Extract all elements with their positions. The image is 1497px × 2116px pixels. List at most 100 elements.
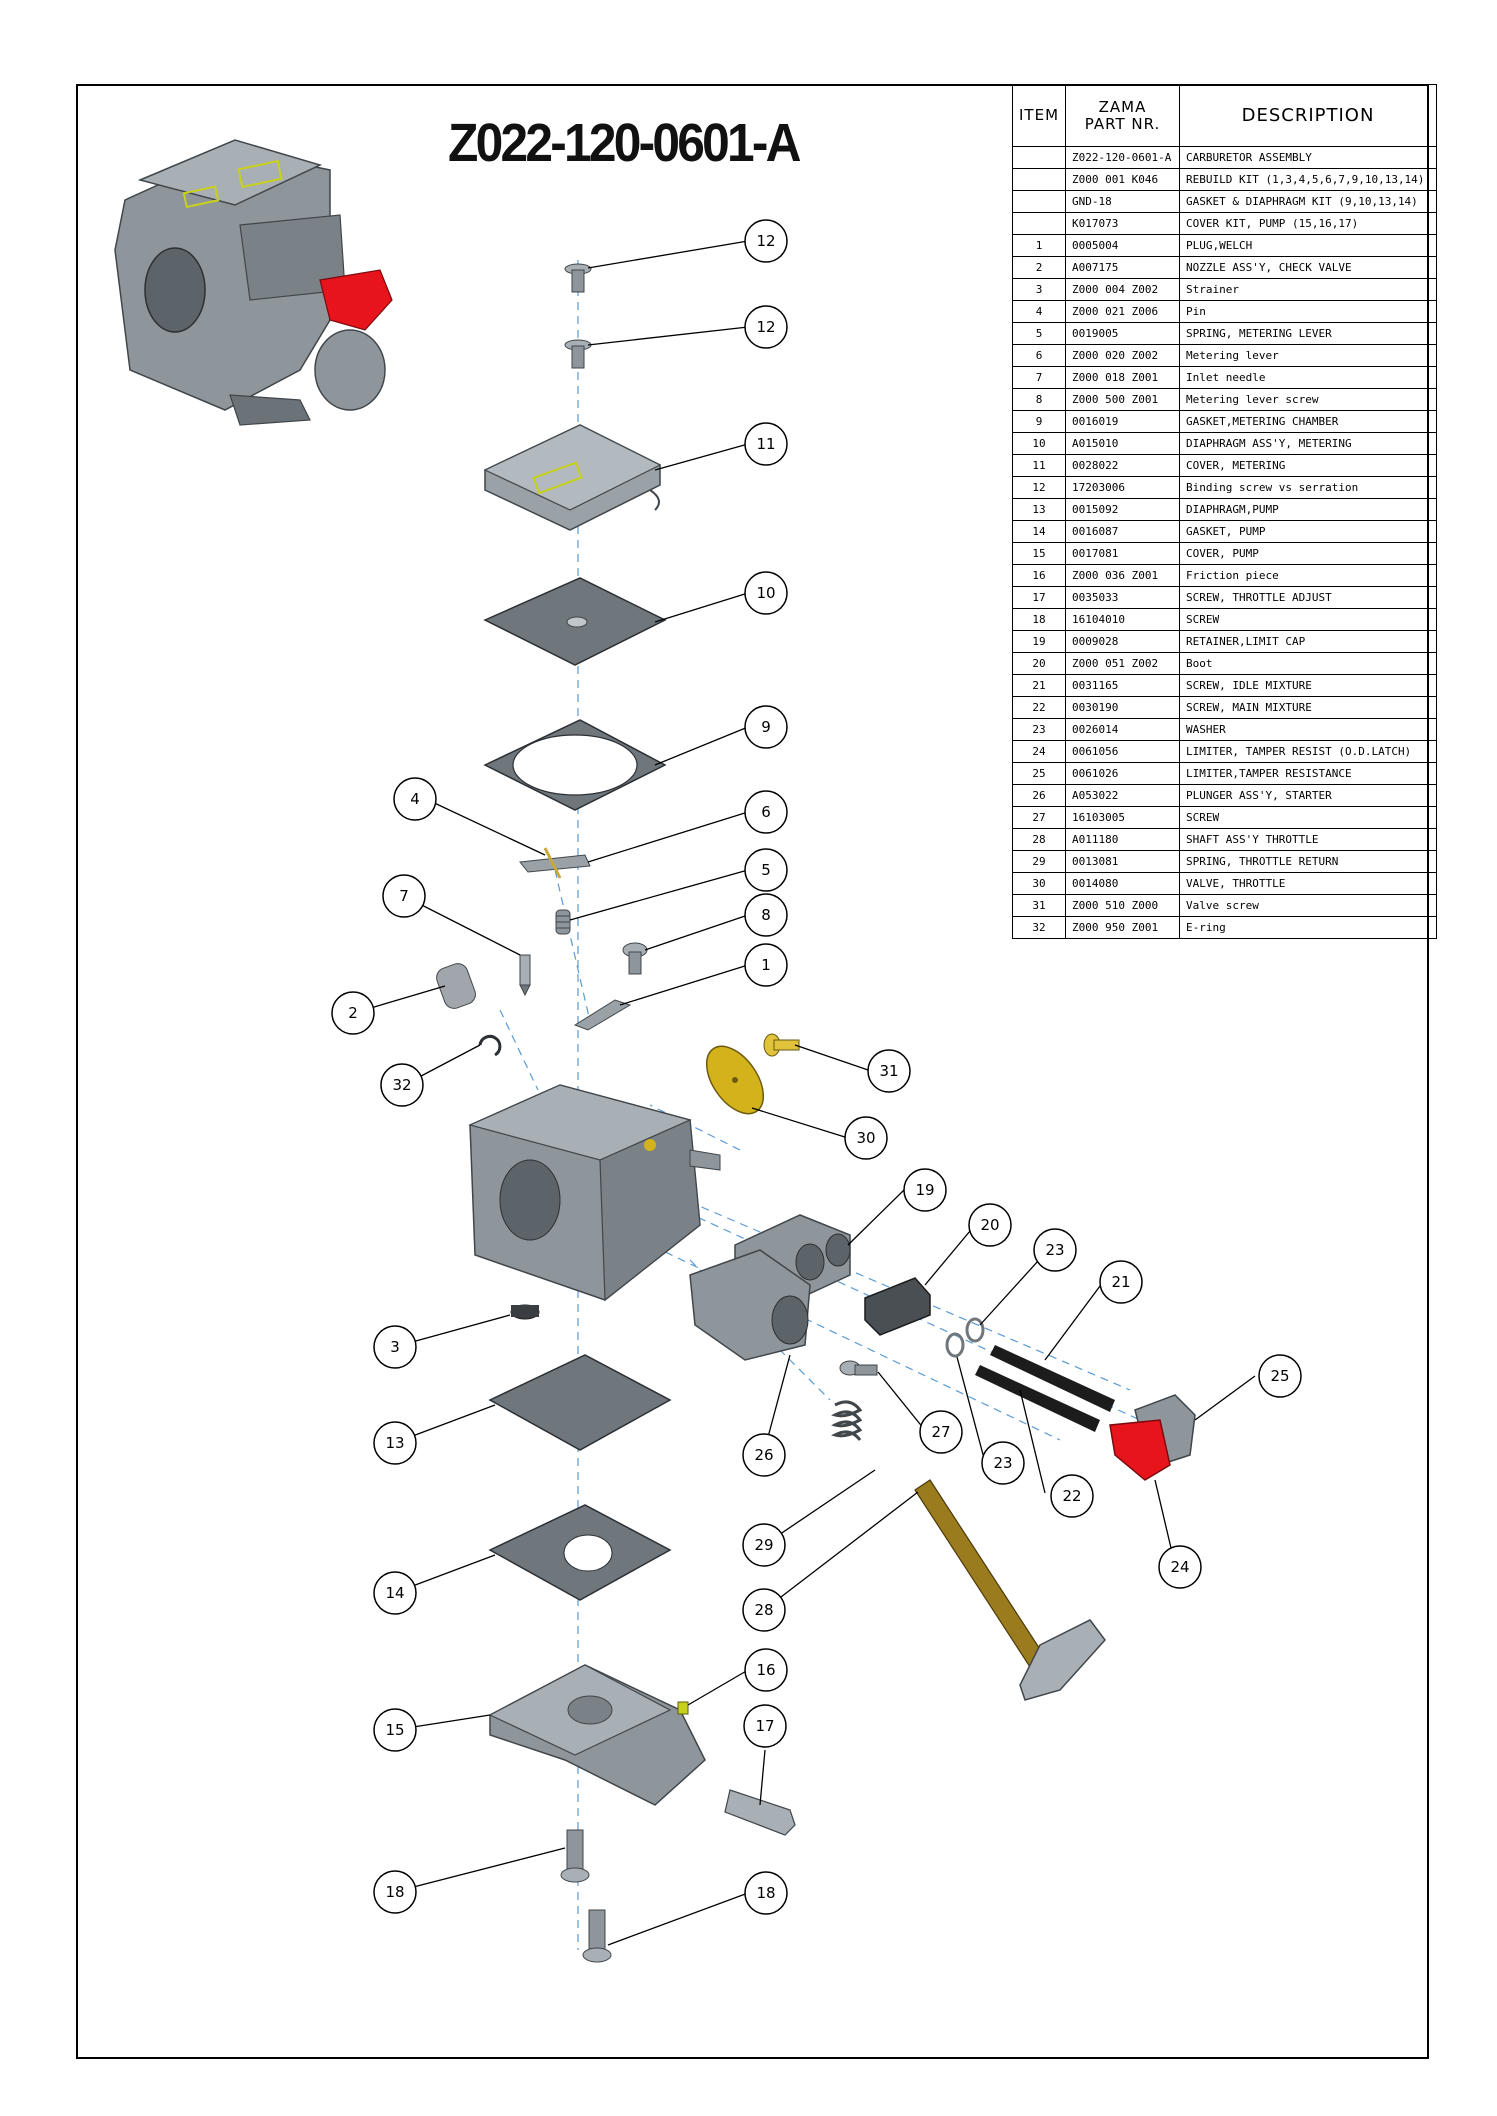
callout-bubbles: 12 12 11 10 9 4 6 5 7 8 1 2 32 31 30 19 …	[331, 219, 1302, 1915]
callout-bubble: 11	[744, 422, 788, 466]
item-cell: 8	[1011, 388, 1067, 411]
callout-label: 8	[761, 906, 771, 924]
callout-bubble: 26	[742, 1433, 786, 1477]
header-description: DESCRIPTION	[1179, 84, 1438, 147]
callout-label: 31	[879, 1062, 898, 1080]
item-cell: 11	[1011, 454, 1067, 477]
callout-bubble: 16	[744, 1648, 788, 1692]
callout-label: 18	[756, 1884, 775, 1902]
callout-label: 6	[761, 803, 771, 821]
callout-label: 17	[755, 1717, 774, 1735]
callout-label: 2	[348, 1004, 358, 1022]
pump-diaphragm-13	[488, 1354, 672, 1451]
callout-bubble: 3	[373, 1325, 417, 1369]
callout-label: 29	[754, 1536, 773, 1554]
callout-bubble: 7	[382, 874, 426, 918]
drawing-frame	[76, 84, 1429, 2059]
metering-lever-screw-8	[622, 942, 648, 975]
callout-bubble: 20	[968, 1203, 1012, 1247]
washer-23	[965, 1317, 985, 1343]
callout-bubble: 10	[744, 571, 788, 615]
callout-label: 7	[399, 887, 409, 905]
axis-line	[499, 1009, 539, 1091]
metering-diaphragm-10	[483, 577, 667, 666]
idle-mixture-screw-21	[990, 1345, 1115, 1412]
callout-bubble: 15	[373, 1708, 417, 1752]
starter-plunger-26	[689, 1249, 811, 1361]
callout-label: 23	[1045, 1241, 1064, 1259]
callout-bubble: 19	[903, 1168, 947, 1212]
binding-screw-12	[564, 339, 592, 369]
callout-bubble: 31	[867, 1049, 911, 1093]
callout-label: 13	[385, 1434, 404, 1452]
callout-label: 3	[390, 1338, 400, 1356]
callout-bubble: 18	[744, 1871, 788, 1915]
callout-bubble: 24	[1158, 1545, 1202, 1589]
callout-bubble: 23	[981, 1441, 1025, 1485]
screw-18	[560, 1829, 590, 1883]
binding-screw-12	[564, 263, 592, 293]
callout-bubble: 30	[844, 1116, 888, 1160]
axis-line	[554, 869, 593, 1031]
washer-23	[945, 1332, 965, 1358]
callout-bubble: 5	[744, 848, 788, 892]
callout-label: 23	[993, 1454, 1012, 1472]
main-mixture-screw-22	[975, 1365, 1100, 1432]
callout-bubble: 22	[1050, 1474, 1094, 1518]
throttle-shaft-28	[914, 1479, 1106, 1701]
callout-label: 19	[915, 1181, 934, 1199]
callout-label: 1	[761, 956, 771, 974]
callout-label: 11	[756, 435, 775, 453]
leader-lines	[353, 240, 1256, 1946]
item-cell: 32	[1011, 916, 1067, 939]
callout-label: 18	[385, 1883, 404, 1901]
check-valve-nozzle-2	[436, 963, 476, 1009]
callout-bubble: 12	[744, 219, 788, 263]
callout-bubble: 18	[373, 1870, 417, 1914]
callout-label: 20	[980, 1216, 999, 1234]
callout-bubble: 28	[742, 1588, 786, 1632]
callout-bubble: 29	[742, 1523, 786, 1567]
throttle-adjust-screw-17	[724, 1789, 796, 1836]
callout-bubble: 25	[1258, 1354, 1302, 1398]
axis-line	[649, 1184, 1131, 1391]
callout-bubble: 1	[744, 943, 788, 987]
callout-label: 24	[1170, 1558, 1189, 1576]
throttle-return-spring-29	[831, 1400, 863, 1441]
throttle-valve-30	[705, 1045, 765, 1115]
callout-bubble: 17	[743, 1704, 787, 1748]
axis-line	[649, 1104, 741, 1151]
callout-label: 32	[392, 1076, 411, 1094]
callout-bubble: 12	[744, 305, 788, 349]
callout-bubble: 8	[744, 893, 788, 937]
strainer-3	[510, 1304, 540, 1320]
callout-label: 15	[385, 1721, 404, 1739]
callout-bubble: 14	[373, 1571, 417, 1615]
callout-label: 25	[1270, 1367, 1289, 1385]
drawing-title: Z022-120-0601-A	[448, 113, 802, 173]
e-ring-32	[478, 1034, 502, 1057]
callout-label: 14	[385, 1584, 404, 1602]
callout-label: 28	[754, 1601, 773, 1619]
callout-label: 5	[761, 861, 771, 879]
callout-bubble: 2	[331, 991, 375, 1035]
callout-label: 21	[1111, 1273, 1130, 1291]
